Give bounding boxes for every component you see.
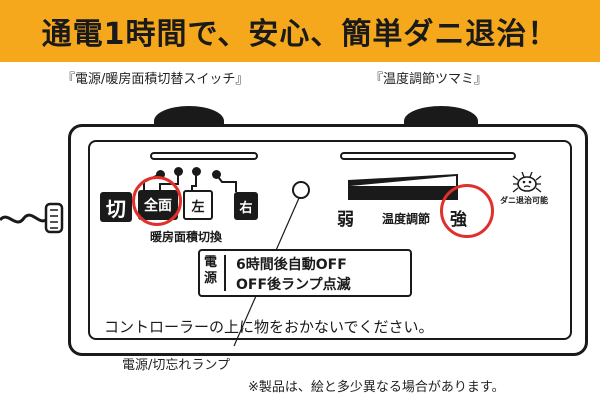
strong-highlight: [440, 184, 494, 238]
led-dot-1: [156, 170, 165, 179]
led-dot-2: [174, 167, 183, 176]
led-dot-3: [192, 167, 201, 176]
temp-label: 温度調節: [382, 212, 431, 226]
right-area-button[interactable]: 右: [234, 192, 258, 220]
left-area-button[interactable]: 左: [183, 190, 213, 220]
lamp-callout: 電源/切忘れランプ: [122, 358, 230, 373]
headline-text: 通電1時間で、安心、簡単ダニ退治！: [41, 17, 559, 52]
area-switch-label: 暖房面積切換: [150, 230, 223, 244]
info-line-2: OFF後ランプ点滅: [236, 277, 351, 293]
power-cord-icon: [0, 202, 64, 234]
power-label-top: 電: [204, 255, 218, 270]
auto-off-info-box: [198, 249, 412, 297]
power-lamp: [292, 181, 310, 199]
mite-label: ダニ退治可能: [500, 196, 548, 205]
info-line-1: 6時間後自動OFF: [236, 257, 347, 273]
switch-slot: [150, 152, 258, 160]
headline-banner: 通電1時間で、安心、簡単ダニ退治！: [0, 0, 600, 62]
full-area-highlight: [132, 176, 182, 226]
dial-slot: [340, 152, 516, 160]
warning-text: コントローラーの上に物をおかないでください。: [104, 318, 434, 336]
footnote: ※製品は、絵と多少異なる場合があります。: [248, 380, 505, 395]
off-button[interactable]: 切: [100, 192, 132, 222]
mite-icon: [512, 171, 542, 193]
power-label-bottom: 源: [204, 271, 218, 286]
switch-callout: 『電源/暖房面積切替スイッチ』: [62, 72, 249, 87]
dial-callout: 『温度調節ツマミ』: [370, 72, 488, 87]
temp-weak-label: 弱: [337, 210, 354, 230]
control-panel: [88, 140, 572, 340]
temperature-wedge: [348, 174, 458, 200]
power-label-cell: 電 源: [204, 255, 226, 291]
